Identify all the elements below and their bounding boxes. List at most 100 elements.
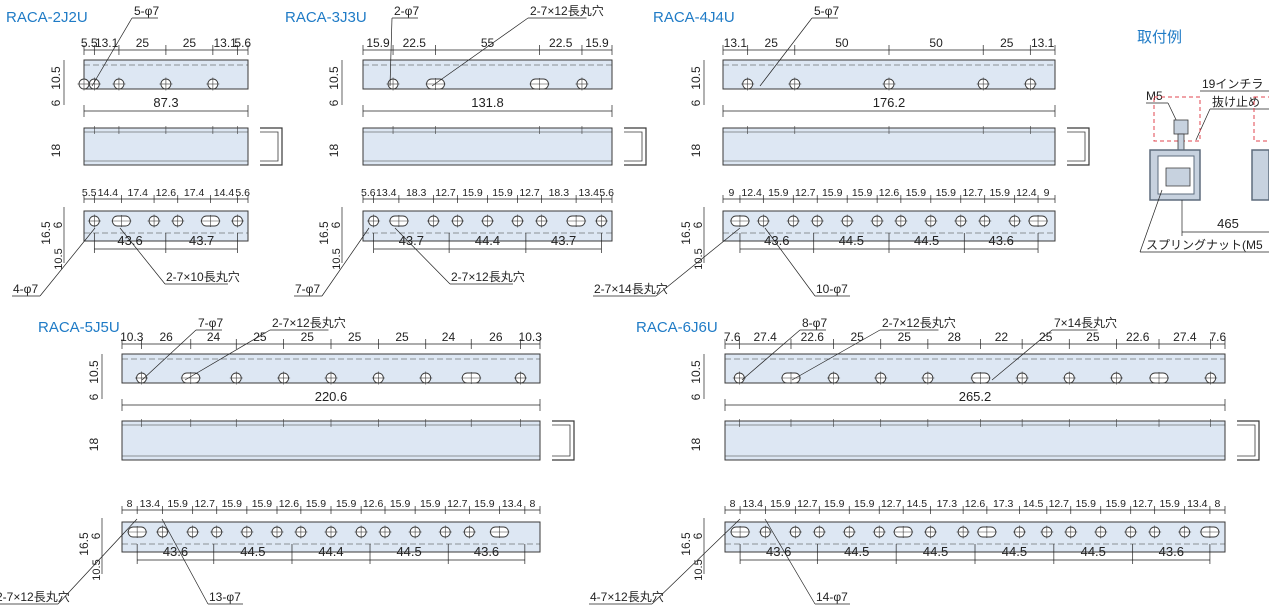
height-value: 6 [49, 99, 63, 106]
slot-hole [893, 526, 914, 538]
bottom-dimension-value: 8 [730, 498, 736, 510]
bottom-dimension-value: 14.5 [907, 498, 928, 510]
slot-hole [200, 215, 221, 227]
total-length-value: 131.8 [471, 95, 504, 110]
total-length-value: 87.3 [153, 95, 178, 110]
rail-section-right [1251, 149, 1269, 201]
slot-hole [1199, 526, 1220, 538]
round-hole [812, 525, 826, 539]
top-dimension-value: 15.9 [366, 36, 390, 50]
round-hole [156, 525, 170, 539]
top-dimension-value: 13.1 [95, 36, 119, 50]
round-hole [378, 525, 392, 539]
rail-title: RACA-3J3U [285, 9, 367, 26]
round-hole [426, 214, 440, 228]
segment-dimension-value: 43.7 [399, 233, 424, 248]
total-length-value: 176.2 [873, 95, 906, 110]
slot-hole [489, 526, 510, 538]
slot-hole [780, 372, 801, 384]
slot-hole [1028, 215, 1049, 227]
round-hole [594, 214, 608, 228]
top-dimension-value: 7.6 [1209, 330, 1226, 344]
side-height-value: 18 [689, 144, 703, 158]
height-value: 10.5 [53, 248, 65, 269]
bottom-dimension-value: 15.9 [906, 187, 927, 199]
callout-leader [57, 518, 138, 605]
callout-label: 5-φ7 [814, 4, 839, 18]
bottom-dimension-value: 13.4 [140, 498, 161, 510]
callout-leader [321, 227, 370, 297]
bottom-dimension-value: 12.7 [963, 187, 984, 199]
top-dimension-value: 25 [850, 330, 864, 344]
round-hole [786, 214, 800, 228]
bottom-dimension-value: 8 [1215, 498, 1221, 510]
segment-dimension-value: 44.5 [1002, 544, 1027, 559]
example-label-rack: 19インチラ [1202, 77, 1263, 91]
height-value: 16.5 [679, 532, 693, 556]
rail-title: RACA-6J6U [636, 319, 718, 336]
segment-dimension-value: 44.4 [475, 233, 500, 248]
bottom-dimension-value: 17.3 [993, 498, 1014, 510]
bottom-dimension-value: 18.3 [549, 187, 570, 199]
top-dimension-value: 25 [348, 330, 362, 344]
top-dimension-value: 22.6 [801, 330, 825, 344]
round-hole [354, 525, 368, 539]
u-profile-inner [552, 424, 571, 457]
top-view-plate [362, 59, 613, 90]
top-dimension-value: 13.1 [1031, 36, 1055, 50]
bottom-dimension-value: 15.9 [1076, 498, 1097, 510]
slot-hole [566, 215, 587, 227]
screw-head [1173, 119, 1189, 135]
height-value: 6 [329, 221, 343, 228]
round-hole [788, 525, 802, 539]
round-hole [240, 525, 254, 539]
example-title: 取付例 [1137, 29, 1182, 46]
segment-dimension-value: 43.6 [764, 233, 789, 248]
side-height-value: 18 [689, 438, 703, 452]
round-hole [956, 525, 970, 539]
height-value: 16.5 [77, 532, 91, 556]
callout-leader [431, 17, 529, 87]
round-hole [324, 525, 338, 539]
round-hole [1178, 525, 1192, 539]
top-dimension-value: 25 [136, 36, 150, 50]
callout-leader [759, 17, 813, 87]
top-dimension-value: 25 [1039, 330, 1053, 344]
top-dimension-value: 25 [1000, 36, 1014, 50]
round-hole [732, 371, 746, 385]
bottom-dimension-value: 15.9 [252, 498, 273, 510]
top-dimension-value: 26 [489, 330, 503, 344]
bottom-dimension-value: 8 [529, 498, 535, 510]
round-hole [1204, 371, 1218, 385]
bottom-dimension-value: 12.6 [279, 498, 300, 510]
u-profile-end-view [260, 127, 283, 166]
bottom-dimension-value: 15.9 [420, 498, 441, 510]
top-dimension-value: 22 [995, 330, 1009, 344]
bottom-dimension-value: 12.7 [194, 498, 215, 510]
round-hole [1064, 525, 1078, 539]
top-dimension-value: 25 [301, 330, 315, 344]
callout-leader [389, 17, 393, 87]
bottom-dimension-value: 17.4 [184, 187, 205, 199]
height-value: 6 [691, 532, 705, 539]
slot-hole [976, 526, 997, 538]
top-dimension-value: 7.6 [724, 330, 741, 344]
round-hole [1124, 525, 1138, 539]
total-length-value: 265.2 [959, 389, 992, 404]
round-hole [874, 371, 888, 385]
round-hole [924, 525, 938, 539]
segment-dimension-value: 44.5 [240, 544, 265, 559]
bottom-dimension-value: 14.4 [214, 187, 235, 199]
round-hole [367, 214, 381, 228]
bottom-dimension-value: 18.3 [406, 187, 427, 199]
top-dimension-value: 25 [765, 36, 779, 50]
round-hole [1040, 525, 1054, 539]
bottom-dimension-value: 13.4 [1187, 498, 1208, 510]
top-dimension-value: 25 [183, 36, 197, 50]
round-hole [535, 214, 549, 228]
bottom-dimension-value: 12.7 [435, 187, 456, 199]
round-hole [159, 77, 173, 91]
bottom-dimension-value: 12.6 [965, 498, 986, 510]
